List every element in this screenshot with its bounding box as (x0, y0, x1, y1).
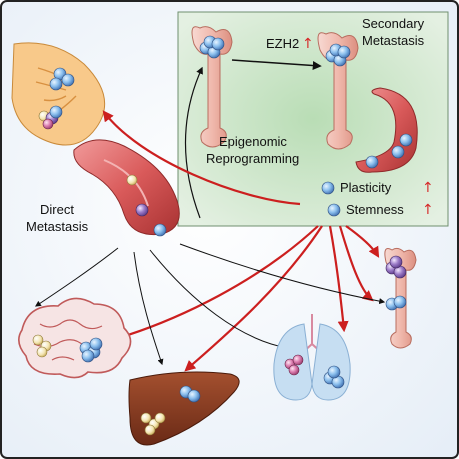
reprogramming-arrow (231, 59, 322, 70)
metastasis-arrow (109, 225, 319, 343)
epigenomic-label-line1: Epigenomic (219, 134, 287, 149)
metastasis-arrow (338, 225, 374, 302)
bone-icon (317, 32, 359, 150)
metastasis-arrow (345, 225, 380, 258)
direct-arrow (149, 249, 290, 351)
direct-arrow (35, 247, 119, 307)
plasticity-label: Plasticity (340, 180, 392, 195)
direct-label-line1: Direct (40, 202, 74, 217)
reprogramming-path (184, 66, 203, 219)
bone-icon (384, 247, 417, 349)
breast-tumor-icon (11, 42, 105, 146)
brain-icon (18, 297, 132, 379)
direct-arrow (179, 243, 386, 305)
metastasis-arrow (328, 225, 349, 333)
blood-vessel-icon (355, 87, 418, 173)
direct-label-line2: Metastasis (26, 219, 89, 234)
tumor-cell-icon (321, 181, 335, 195)
epigenomic-label-line2: Reprogramming (206, 151, 299, 166)
plasticity-up-arrow: ↑ (422, 180, 434, 196)
direct-arrow (133, 251, 164, 366)
stemness-label: Stemness (346, 202, 404, 217)
lung-icon (273, 314, 351, 401)
metastasis-arrow (102, 110, 301, 206)
secondary-label-line2: Metastasis (362, 33, 425, 48)
ezh2-up-arrow: ↑ (302, 36, 314, 52)
stemness-up-arrow: ↑ (422, 202, 434, 218)
liver-icon (128, 371, 240, 446)
ezh2-label: EZH2 (266, 36, 299, 51)
bone-icon (191, 26, 233, 148)
metastasis-arrow (184, 225, 323, 372)
tumor-cell-icon (327, 203, 341, 217)
secondary-label-line1: Secondary (362, 16, 425, 31)
blood-vessel-icon (73, 139, 180, 237)
